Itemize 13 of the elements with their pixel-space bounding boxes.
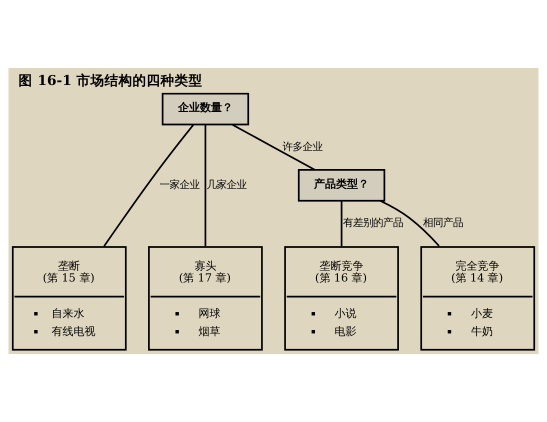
edge-label: 一家企业 <box>159 178 200 191</box>
node-box: 产品类型？ <box>298 169 386 202</box>
connector <box>340 200 342 246</box>
connector <box>103 124 194 247</box>
node-box: 企业数量？ <box>162 92 250 126</box>
diagram-title: 图 16-1 市场结构的四种类型 <box>18 72 203 89</box>
edge-label: 许多企业 <box>282 140 323 153</box>
connector <box>380 200 440 246</box>
connector <box>204 124 206 246</box>
edge-label: 有差别的产品 <box>342 217 403 230</box>
connector <box>232 124 316 171</box>
edge-label: 相同产品 <box>423 217 464 230</box>
edge-label: 几家企业 <box>206 178 246 191</box>
